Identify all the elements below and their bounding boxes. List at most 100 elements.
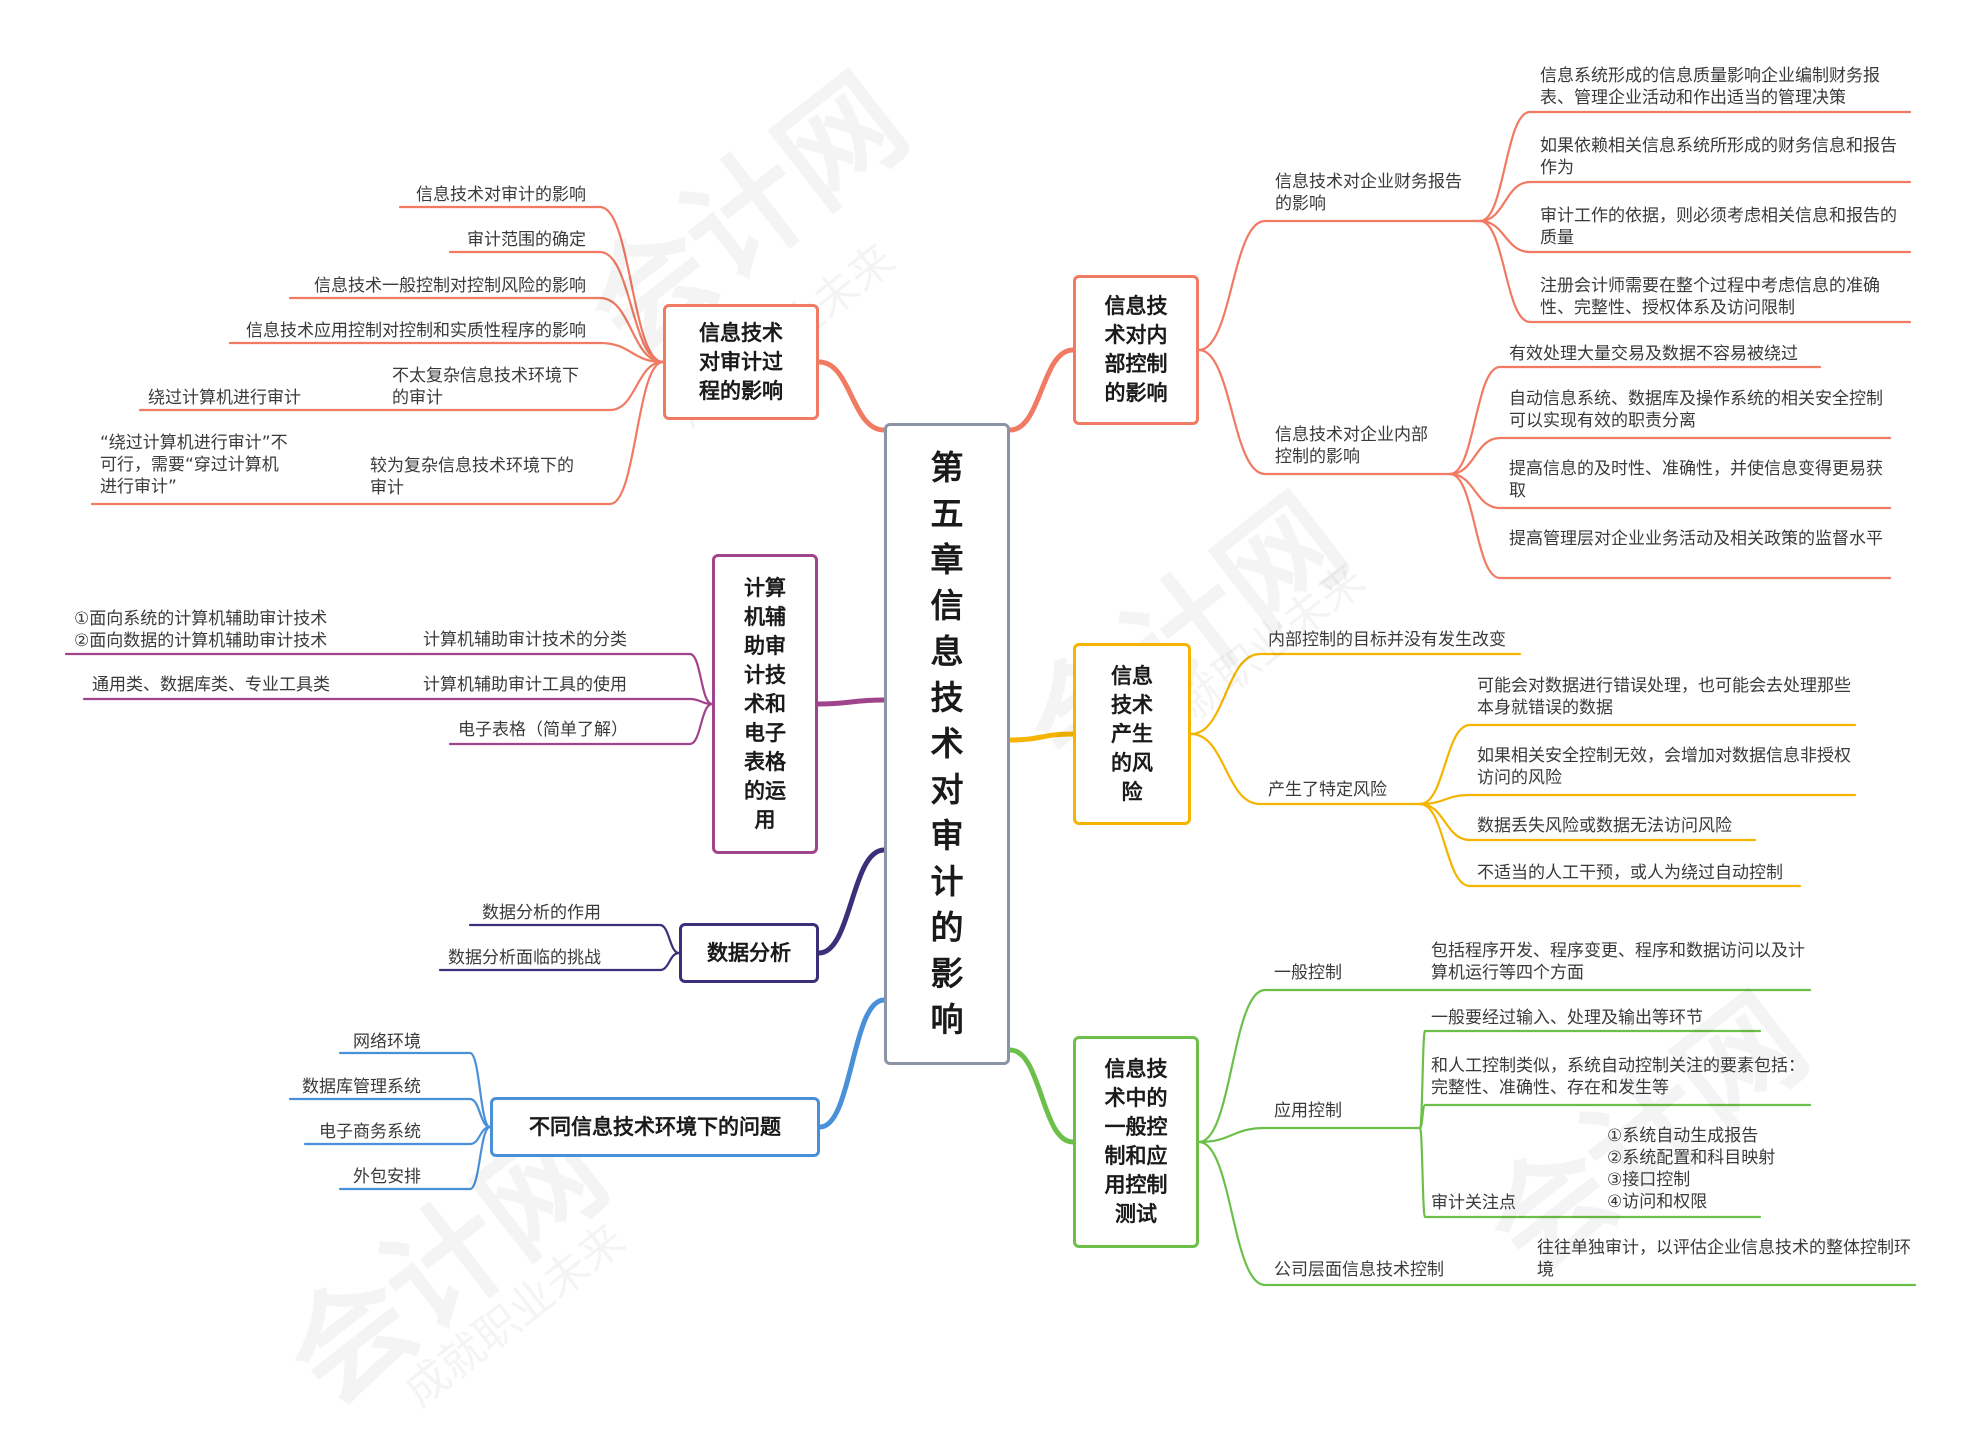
leaf-audit-scope[interactable]: 审计范围的确定 xyxy=(467,230,586,250)
connector-lines xyxy=(64,110,1917,1287)
leaf-caat-tools[interactable]: 计算机辅助审计工具的使用 xyxy=(423,675,627,695)
line-complex-env xyxy=(358,360,665,506)
leaf-spreadsheet[interactable]: 电子表格（简单了解） xyxy=(458,720,628,740)
line-unchanged xyxy=(1189,652,1522,736)
line-risk-3 xyxy=(1418,802,1757,842)
node-risk[interactable]: 信息技术产生的风险 xyxy=(1073,643,1191,825)
root-link-env xyxy=(817,997,887,1130)
line-fin-1 xyxy=(1478,110,1912,223)
root-link-data xyxy=(816,847,887,956)
leaf-network-env[interactable]: 网络环境 xyxy=(353,1032,421,1052)
leaf-outsourcing[interactable]: 外包安排 xyxy=(353,1167,421,1187)
line-dbms xyxy=(288,1097,492,1129)
node-caat[interactable]: 计算机辅助审计技术和电子表格的运用 xyxy=(712,554,818,854)
leaf-risk-item-4[interactable]: 不适当的人工干预，或人为绕过自动控制 xyxy=(1477,863,1783,883)
line-da-role xyxy=(468,923,681,955)
root-link-risk xyxy=(1007,731,1076,743)
root-link-caat xyxy=(815,697,887,707)
leaf-app-item-2[interactable]: 和人工控制类似，系统自动控制关注的要素包括：完整性、准确性、存在和发生等 xyxy=(1431,1056,1805,1098)
leaf-general-control-risk[interactable]: 信息技术一般控制对控制风险的影响 xyxy=(314,276,586,296)
line-outsourcing xyxy=(338,1125,492,1191)
root-link-audit xyxy=(816,359,887,433)
leaf-fin-item-2[interactable]: 如果依赖相关信息系统所形成的财务信息和报告作为 xyxy=(1540,136,1897,178)
leaf-specific-risk[interactable]: 产生了特定风险 xyxy=(1268,780,1387,800)
line-network xyxy=(338,1051,492,1129)
line-risk-1 xyxy=(1418,723,1857,806)
leaf-ic-item-1[interactable]: 有效处理大量交易及数据不容易被绕过 xyxy=(1509,344,1798,364)
line-fin-2 xyxy=(1478,180,1912,223)
leaf-ic-impact[interactable]: 信息技术对企业内部控制的影响 xyxy=(1275,425,1428,467)
leaf-audit-focus[interactable]: 审计关注点 xyxy=(1431,1193,1516,1213)
leaf-audit-impact[interactable]: 信息技术对审计的影响 xyxy=(416,185,586,205)
leaf-ecommerce[interactable]: 电子商务系统 xyxy=(319,1122,421,1142)
leaf-risk-item-1[interactable]: 可能会对数据进行错误处理，也可能会去处理那些本身就错误的数据 xyxy=(1477,676,1851,718)
line-gen-risk xyxy=(288,296,665,364)
leaf-data-analysis-challenges[interactable]: 数据分析面临的挑战 xyxy=(448,948,601,968)
line-audit-scope xyxy=(448,250,665,364)
leaf-company-control[interactable]: 公司层面信息技术控制 xyxy=(1274,1260,1444,1280)
leaf-fin-report-impact[interactable]: 信息技术对企业财务报告的影响 xyxy=(1275,172,1462,214)
line-general xyxy=(1197,988,1812,1144)
line-ic xyxy=(1197,348,1452,476)
leaf-fin-item-3[interactable]: 审计工作的依据，则必须考虑相关信息和报告的质量 xyxy=(1540,206,1897,248)
line-spreadsheet xyxy=(448,702,714,746)
leaf-risk-item-3[interactable]: 数据丢失风险或数据无法访问风险 xyxy=(1477,816,1732,836)
line-company xyxy=(1197,1140,1527,1287)
line-ic-4 xyxy=(1448,472,1892,580)
leaf-caat-classification[interactable]: 计算机辅助审计技术的分类 xyxy=(423,630,627,650)
node-controls[interactable]: 信息技术中的一般控制和应用控制测试 xyxy=(1073,1036,1199,1248)
leaf-ic-goal-unchanged[interactable]: 内部控制的目标并没有发生改变 xyxy=(1268,630,1506,650)
leaf-fin-item-1[interactable]: 信息系统形成的信息质量影响企业编制财务报表、管理企业活动和作出适当的管理决策 xyxy=(1540,66,1880,108)
leaf-fin-item-4[interactable]: 注册会计师需要在整个过程中考虑信息的准确性、完整性、授权体系及访问限制 xyxy=(1540,276,1880,318)
line-fin-3 xyxy=(1478,219,1912,254)
leaf-caat-data[interactable]: ②面向数据的计算机辅助审计技术 xyxy=(74,631,328,651)
leaf-simple-env-detail[interactable]: 绕过计算机进行审计 xyxy=(148,388,301,408)
leaf-simple-env[interactable]: 不太复杂信息技术环境下的审计 xyxy=(392,366,579,408)
line-da-challenge xyxy=(438,951,681,972)
line-ic-2 xyxy=(1448,436,1892,476)
line-risk-4 xyxy=(1418,802,1802,888)
leaf-focus-item-4[interactable]: ④访问和权限 xyxy=(1607,1192,1708,1212)
leaf-focus-item-3[interactable]: ③接口控制 xyxy=(1607,1170,1691,1190)
root-title: 第五章信息技术对审计的影响 xyxy=(930,448,964,1039)
node-environments[interactable]: 不同信息技术环境下的问题 xyxy=(490,1097,820,1157)
line-simple-env xyxy=(383,360,665,412)
line-audit-impact xyxy=(398,205,665,364)
leaf-app-item-1[interactable]: 一般要经过输入、处理及输出等环节 xyxy=(1431,1008,1703,1028)
leaf-general-control-detail[interactable]: 包括程序开发、程序变更、程序和数据访问以及计算机运行等四个方面 xyxy=(1431,941,1805,983)
node-audit-process[interactable]: 信息技术对审计过程的影响 xyxy=(663,304,819,420)
leaf-general-control[interactable]: 一般控制 xyxy=(1274,963,1342,983)
leaf-focus-item-1[interactable]: ①系统自动生成报告 xyxy=(1607,1126,1759,1146)
line-ic-3 xyxy=(1448,472,1892,510)
leaf-focus-item-2[interactable]: ②系统配置和科目映射 xyxy=(1607,1148,1776,1168)
leaf-app-control[interactable]: 应用控制 xyxy=(1274,1101,1342,1121)
line-focus xyxy=(1418,1126,1602,1219)
leaf-complex-env[interactable]: 较为复杂信息技术环境下的审计 xyxy=(370,456,574,498)
leaf-company-control-detail[interactable]: 往往单独审计，以评估企业信息技术的整体控制环境 xyxy=(1537,1238,1911,1280)
leaf-ic-item-4[interactable]: 提高管理层对企业业务活动及相关政策的监督水平 xyxy=(1509,529,1883,549)
line-caat-tools xyxy=(413,697,714,706)
root-link-controls xyxy=(1007,1047,1076,1145)
root-topic[interactable]: 第五章信息技术对审计的影响 xyxy=(884,423,1010,1065)
line-app-2 xyxy=(1418,1103,1812,1130)
line-app xyxy=(1197,1126,1422,1144)
leaf-dbms[interactable]: 数据库管理系统 xyxy=(302,1077,421,1097)
root-link-ic xyxy=(1007,347,1076,433)
line-risk-2 xyxy=(1418,793,1857,806)
node-data-analysis[interactable]: 数据分析 xyxy=(679,923,819,983)
leaf-app-control-impact[interactable]: 信息技术应用控制对控制和实质性程序的影响 xyxy=(246,321,586,341)
leaf-risk-item-2[interactable]: 如果相关安全控制无效，会增加对数据信息非授权访问的风险 xyxy=(1477,746,1851,788)
line-specific xyxy=(1189,732,1422,806)
node-internal-control[interactable]: 信息技术对内部控制的影响 xyxy=(1073,275,1199,425)
line-caat-class xyxy=(413,652,714,706)
line-ic-1 xyxy=(1448,365,1822,476)
leaf-caat-tool-types[interactable]: 通用类、数据库类、专业工具类 xyxy=(92,675,330,695)
line-fin xyxy=(1197,219,1482,352)
leaf-caat-system[interactable]: ①面向系统的计算机辅助审计技术 xyxy=(74,609,328,629)
leaf-data-analysis-role[interactable]: 数据分析的作用 xyxy=(482,903,601,923)
leaf-ic-item-3[interactable]: 提高信息的及时性、准确性，并使信息变得更易获取 xyxy=(1509,459,1883,501)
line-app-impact xyxy=(228,341,665,364)
leaf-ic-item-2[interactable]: 自动信息系统、数据库及操作系统的相关安全控制可以实现有效的职责分离 xyxy=(1509,389,1883,431)
line-fin-4 xyxy=(1478,219,1912,324)
leaf-complex-env-detail[interactable]: “绕过计算机进行审计”不可行，需要“穿过计算机进行审计” xyxy=(100,433,288,497)
